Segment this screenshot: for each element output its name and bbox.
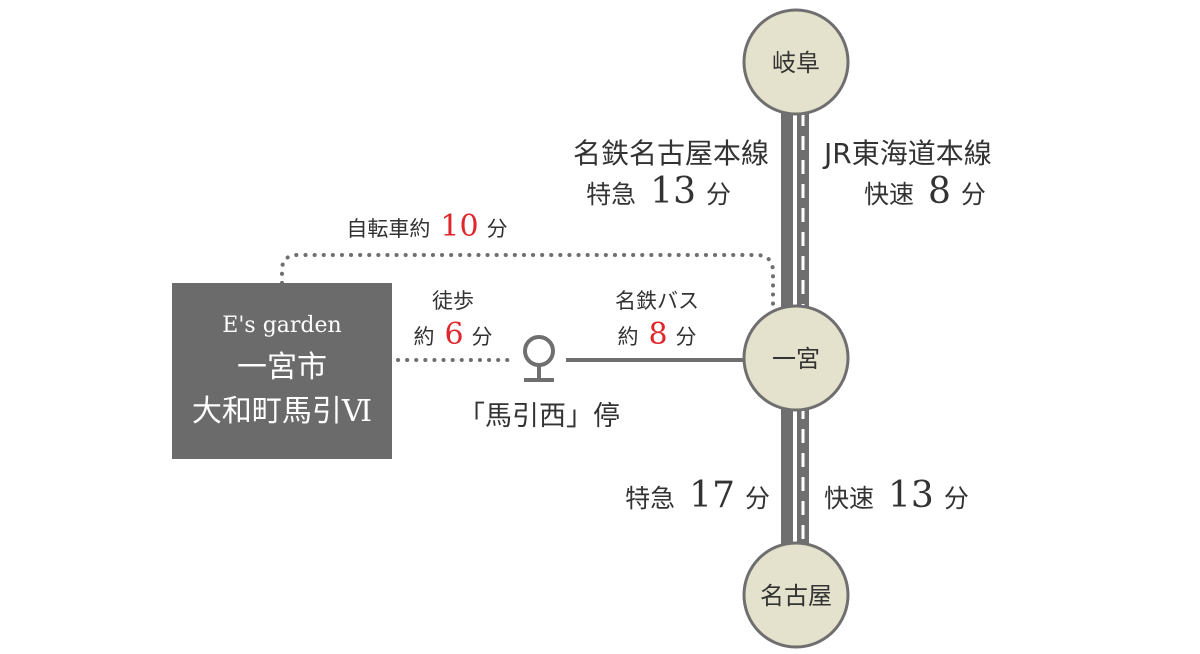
station-ichinomiya-label: 一宮 <box>772 345 820 373</box>
property-address: 大和町馬引Ⅵ <box>192 394 372 429</box>
station-nagoya-label: 名古屋 <box>760 582 832 610</box>
station-gifu: 岐阜 <box>742 8 850 116</box>
bus-time: 約 8 分 <box>617 317 696 352</box>
track-north <box>781 112 809 312</box>
station-nagoya: 名古屋 <box>742 541 850 649</box>
bicycle-route <box>280 253 775 307</box>
property-brand: E's garden <box>222 313 341 338</box>
walk-time: 約 6 分 <box>413 317 492 352</box>
property-city: 一宮市 <box>237 350 327 385</box>
bus-stop-label: 「馬引西」停 <box>458 401 620 432</box>
station-ichinomiya: 一宮 <box>742 304 850 412</box>
jr-line-label: JR東海道本線 <box>822 137 992 170</box>
jr-south-time: 快速 13 分 <box>824 475 969 516</box>
station-gifu-label: 岐阜 <box>772 49 820 77</box>
meitetsu-line-label: 名鉄名古屋本線 <box>573 137 769 170</box>
bicycle-time: 自転車約 10 分 <box>346 209 507 244</box>
bus-stop-icon <box>523 335 555 382</box>
bus-mode-label: 名鉄バス <box>615 289 699 313</box>
property-box: E's garden 一宮市 大和町馬引Ⅵ <box>172 283 392 459</box>
walk-mode-label: 徒歩 <box>432 289 474 313</box>
meitetsu-south-time: 特急 17 分 <box>625 475 770 516</box>
track-south <box>781 405 809 555</box>
jr-north-time: 快速 8 分 <box>864 171 986 212</box>
meitetsu-north-time: 特急 13 分 <box>586 171 731 212</box>
